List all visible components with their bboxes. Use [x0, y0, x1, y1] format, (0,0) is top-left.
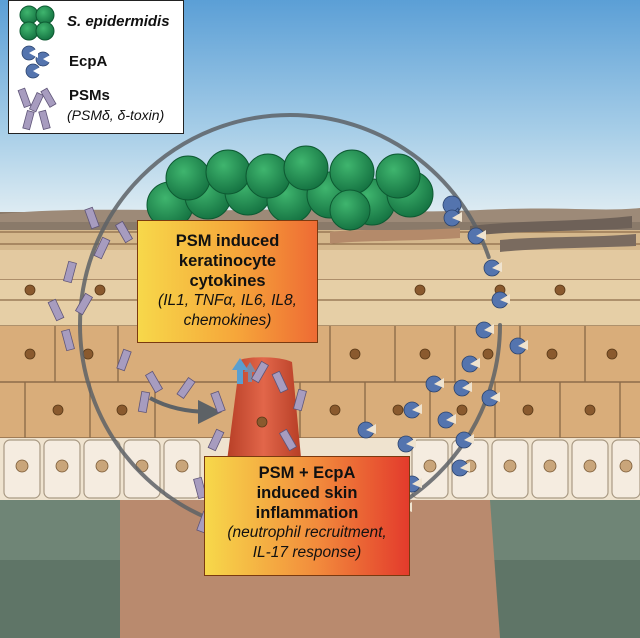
granular-layer	[0, 280, 640, 327]
signal-arrows	[232, 358, 256, 384]
box1-line-1: PSM induced	[175, 232, 280, 250]
box2-detail-1: (neutrophil recruitment,	[227, 524, 387, 541]
basal-cell-row	[0, 438, 640, 500]
legend-psm-subtitle: (PSMδ, δ-toxin)	[67, 107, 165, 123]
legend-label-s-epidermidis: S. epidermidis	[67, 13, 170, 30]
green-bacteria-icon	[19, 5, 55, 41]
keratinocyte-layer	[0, 326, 640, 439]
box1-line-2: keratinocyte	[178, 252, 277, 270]
bacteria-colony	[146, 145, 434, 231]
skin-inflammation-box: PSM + EcpA induced skin inflammation (ne…	[204, 456, 410, 576]
keratinocyte-cytokines-box: PSM induced keratinocyte cytokines (IL1,…	[137, 220, 318, 343]
ecpa-bites	[366, 212, 528, 512]
box2-line-1: PSM + EcpA	[258, 464, 356, 482]
box2-line-2: induced skin	[256, 484, 358, 502]
box2-detail-2: IL-17 response)	[252, 544, 362, 561]
box1-detail-1: (IL1, TNFα, IL6, IL8,	[158, 292, 297, 309]
legend-label-psms: PSMs	[69, 87, 110, 104]
box1-line-3: cytokines	[189, 272, 266, 290]
psm-peptide-icon	[17, 87, 57, 131]
legend-label-ecpa: EcpA	[69, 53, 108, 70]
legend: S. epidermidis EcpA PSMs (PSMδ, δ-toxin)	[8, 0, 184, 134]
legend-icons	[17, 5, 57, 131]
box2-line-3: inflammation	[255, 504, 359, 522]
psm-peptides	[47, 206, 307, 534]
pathway-arrow-head	[149, 396, 222, 424]
box1-detail-2: chemokines)	[183, 312, 272, 329]
